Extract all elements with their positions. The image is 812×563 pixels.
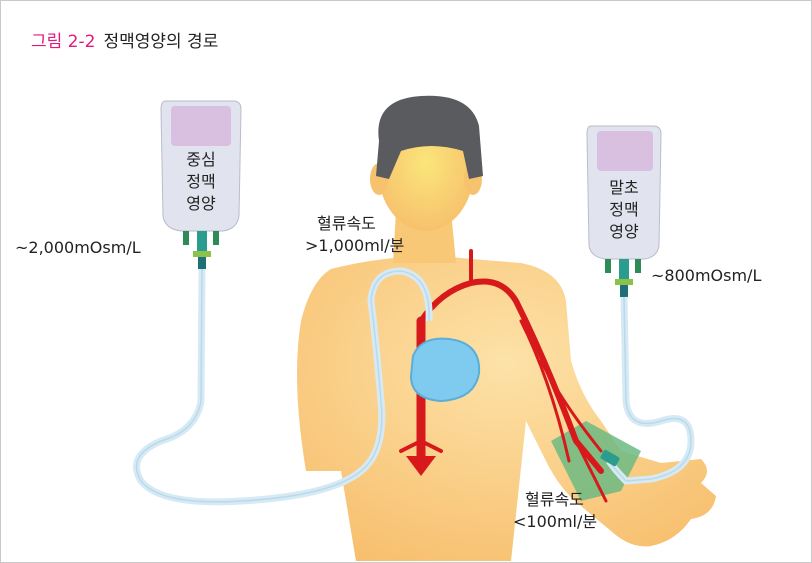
central-bag-line-1: 중심 — [186, 150, 216, 169]
central-bag-line-3: 영양 — [186, 194, 216, 213]
peripheral-bag-line-3: 영양 — [609, 222, 639, 241]
central-flow-title: 혈류속도 — [317, 214, 376, 233]
figure-number: 그림 2-2 — [31, 32, 96, 52]
catheter-hub — [600, 449, 620, 467]
peripheral-flow-label: 혈류속도 <100ml/분 — [513, 489, 597, 533]
central-flow-label: 혈류속도 >1,000ml/분 — [305, 213, 404, 257]
central-flow-value: >1,000ml/분 — [305, 236, 405, 255]
peripheral-bag-line-1: 말초 — [609, 178, 639, 197]
peripheral-iv-bag — [586, 125, 662, 297]
vein-arrow — [406, 456, 436, 476]
peripheral-flow-value: <100ml/분 — [513, 512, 598, 531]
central-bag-line-2: 정맥 — [186, 172, 216, 191]
figure-caption: 정맥영양의 경로 — [103, 32, 219, 52]
central-iv-bag — [160, 100, 242, 269]
heart — [409, 337, 481, 403]
central-osmolarity: ~2,000mOsm/L — [15, 238, 141, 257]
peripheral-bag-line-2: 정맥 — [609, 200, 639, 219]
peripheral-flow-title: 혈류속도 — [525, 490, 584, 509]
peripheral-bag-label: 말초 정맥 영양 — [602, 177, 646, 243]
figure-title: 그림 2-2 정맥영양의 경로 — [31, 27, 218, 52]
hair — [376, 95, 483, 179]
peripheral-osmolarity: ~800mOsm/L — [651, 266, 762, 285]
central-bag-label: 중심 정맥 영양 — [179, 149, 223, 215]
